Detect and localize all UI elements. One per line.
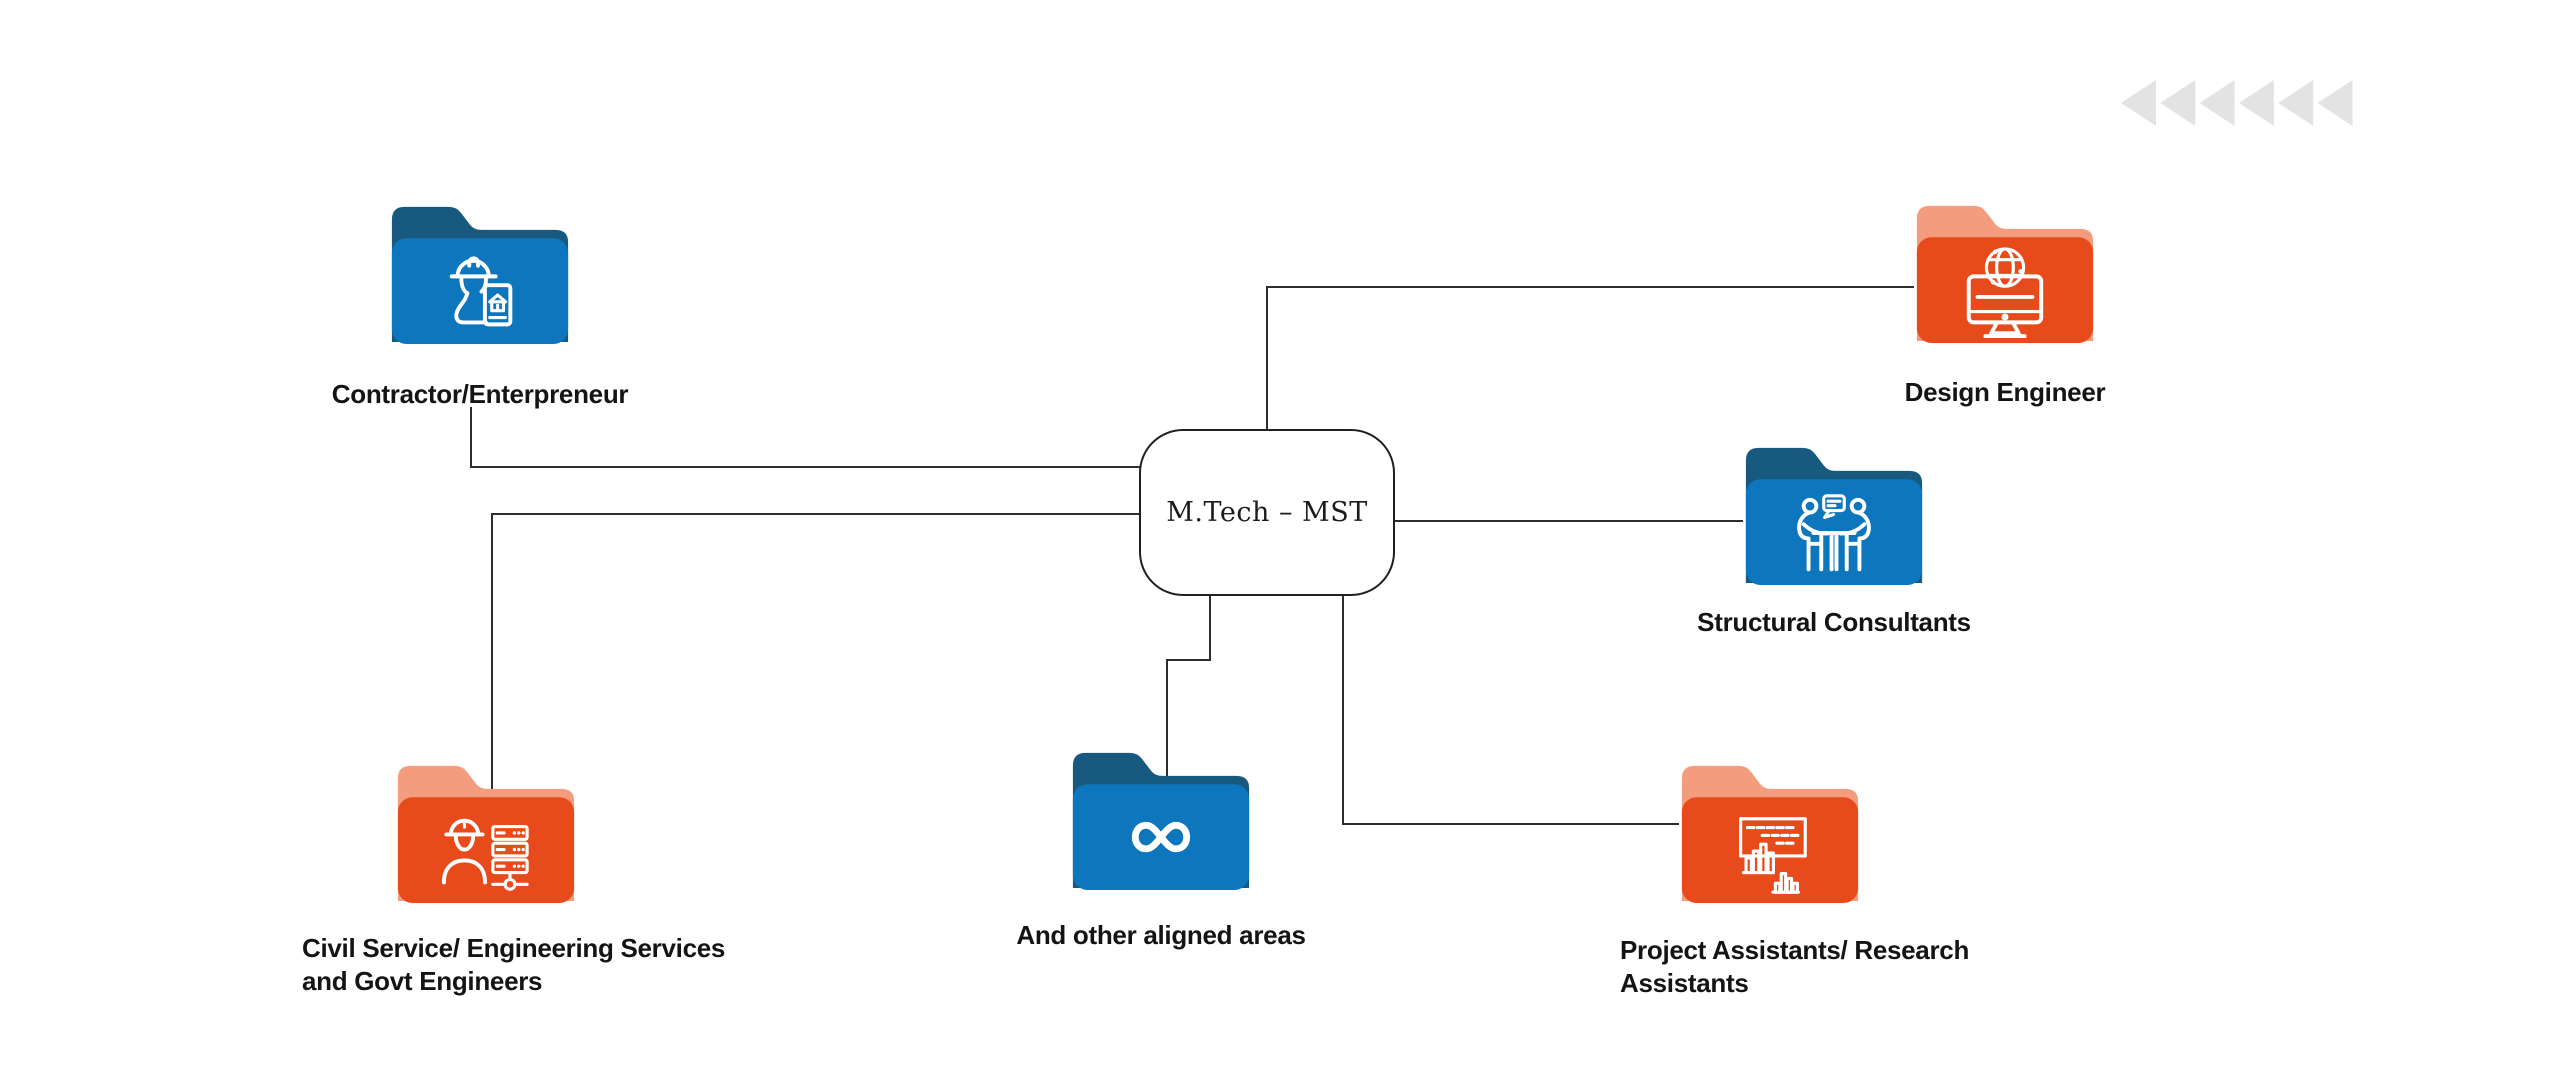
node-label: Design Engineer [1904, 377, 2106, 407]
folder-icon [1916, 205, 2094, 343]
connector-line [1266, 286, 1914, 429]
folder-icon [397, 765, 575, 903]
node-civil-service: Civil Service/ Engineering Services and … [302, 752, 725, 996]
chevron-left-icon [2160, 80, 2196, 126]
infinity-icon [1131, 821, 1191, 853]
node-label: Structural Consultants [1697, 607, 1971, 637]
node-aligned-areas: And other aligned areas [1016, 739, 1306, 950]
node-label: Contractor/Enterpreneur [331, 379, 629, 409]
node-label: Civil Service/ Engineering Services and … [302, 933, 726, 996]
node-design-engineer: Design Engineer [1905, 192, 2106, 407]
chevron-left-icon [2238, 80, 2274, 126]
folder-icon [1745, 447, 1923, 585]
folder-icon [1072, 752, 1250, 890]
charts-board-icon [1739, 817, 1807, 894]
chevron-left-icon [2199, 80, 2235, 126]
chevron-left-icon [2278, 80, 2314, 126]
node-contractor: Contractor/Enterpreneur [332, 193, 629, 409]
folder-icon [1681, 765, 1859, 903]
folder-icon [391, 206, 569, 344]
node-label: Project Assistants/ Research Assistants [1620, 935, 1970, 998]
globe-monitor-icon [1966, 247, 2044, 339]
connector-line [470, 407, 1141, 468]
chevrons-decoration [2121, 80, 2353, 126]
node-project-assistants: Project Assistants/ Research Assistants [1620, 752, 1969, 998]
node-structural-consultants: Structural Consultants [1697, 434, 1971, 637]
center-node: M.Tech – MST [1139, 429, 1395, 596]
chevron-left-icon [2317, 80, 2353, 126]
consultation-icon [1797, 494, 1871, 572]
chevron-left-icon [2121, 80, 2156, 126]
node-label: And other aligned areas [1016, 920, 1306, 950]
connector-line [491, 513, 1141, 790]
engineer-server-icon [441, 818, 529, 891]
engineer-document-icon [449, 256, 513, 327]
connector-line [1166, 596, 1211, 790]
center-node-label: M.Tech – MST [1166, 497, 1368, 528]
connector-line [1342, 596, 1679, 825]
